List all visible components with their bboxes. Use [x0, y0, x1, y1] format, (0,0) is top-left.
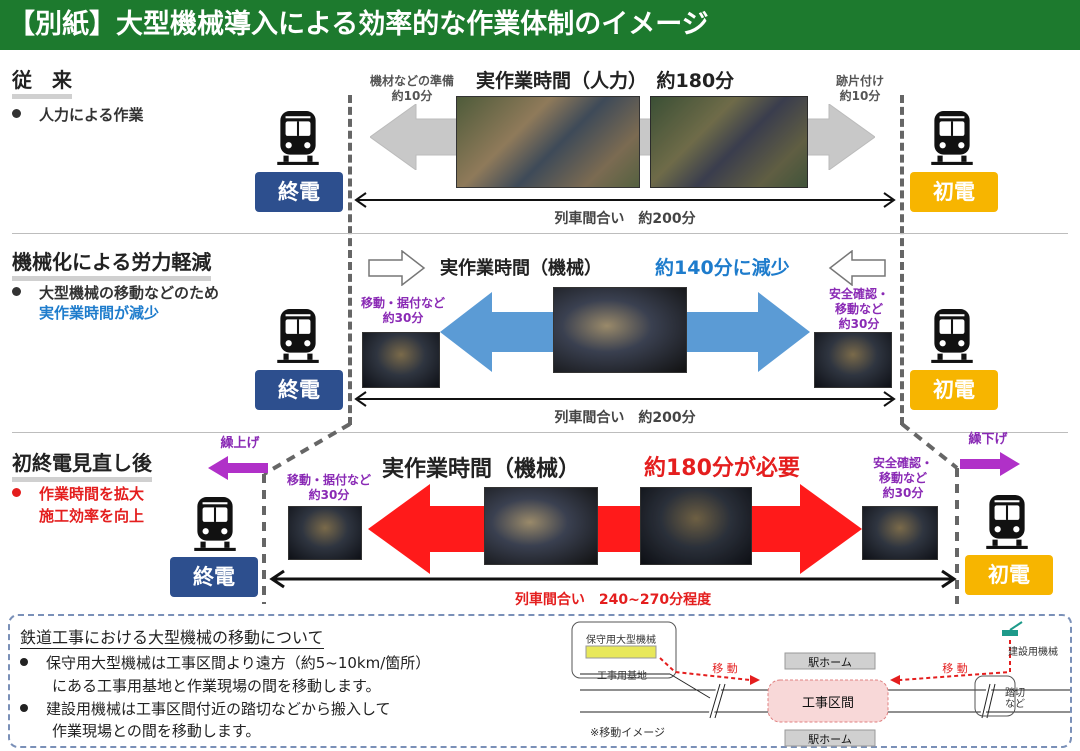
bullet-dot	[12, 109, 21, 118]
interval-label: 列車間合い 240~270分程度	[514, 592, 712, 608]
safety-check-time-label: 安全確認・移動など約30分	[828, 287, 889, 331]
setup-time-label: 移動・据付など約30分	[286, 473, 371, 502]
movement-map	[571, 621, 1070, 747]
train-icon	[931, 309, 973, 363]
map-crossing-label: 踏切など	[1005, 688, 1025, 710]
section-after-review-bullet-2: 施工効率を向上	[39, 507, 145, 525]
map-base-label: 工事用基地	[597, 671, 647, 682]
info-box	[8, 614, 1072, 748]
last-train-badge: 終電	[255, 172, 343, 212]
section-divider	[12, 432, 1068, 433]
move-earlier-label: 繰上げ	[220, 436, 260, 451]
section-conventional-title: 従 来	[12, 64, 72, 99]
section-mechanized-bullet-2: 実作業時間が減少	[39, 304, 160, 322]
map-move-label: 移 動	[942, 662, 968, 675]
first-train-badge: 初電	[965, 555, 1053, 595]
move-later-label: 繰下げ	[968, 432, 1008, 447]
section-after-review-bullet: 作業時間を拡大	[12, 484, 144, 504]
interval-arrow	[354, 391, 896, 407]
boundary-left-line	[348, 95, 352, 425]
bullet-dot	[12, 488, 21, 497]
map-construction-machine-label: 建設用機械	[1008, 647, 1058, 658]
info-line: 作業現場との間を移動します。	[52, 722, 261, 740]
train-icon	[194, 497, 236, 551]
interval-arrow	[269, 569, 957, 589]
bullet-text: 大型機械の移動などのため	[39, 284, 220, 302]
bullet-text: 人力による作業	[39, 106, 144, 124]
bullet-dot	[12, 287, 21, 296]
section-after-review-title: 初終電見直し後	[12, 447, 152, 482]
section-mechanized-title: 機械化による労力軽減	[12, 246, 212, 281]
first-train-badge: 初電	[910, 172, 998, 212]
extended-work-arrow	[368, 484, 862, 574]
machine-work-time-label: 実作業時間（機械）	[440, 258, 602, 279]
setup-time-label: 移動・据付など約30分	[360, 296, 445, 325]
prep-time-label: 機材などの準備約10分	[369, 74, 454, 103]
map-move-label: 移 動	[712, 662, 738, 675]
section-conventional-bullet: 人力による作業	[12, 105, 144, 125]
info-text: 建設用機械は工事区間付近の踏切などから搬入して	[46, 700, 391, 718]
section-mechanized-bullet: 大型機械の移動などのため	[12, 283, 219, 303]
train-icon	[277, 111, 319, 165]
info-box-title: 鉄道工事における大型機械の移動について	[20, 628, 324, 649]
last-train-badge: 終電	[255, 370, 343, 410]
train-icon	[986, 495, 1028, 549]
manual-work-time-label: 実作業時間（人力） 約180分	[476, 70, 735, 92]
machine-work-time-value: 約140分に減少	[655, 257, 790, 279]
first-train-badge: 初電	[910, 370, 998, 410]
bullet-text: 作業時間を拡大	[39, 485, 145, 503]
info-text: 保守用大型機械は工事区間より遠方（約5~10km/箇所）	[46, 654, 431, 672]
info-line: にある工事用基地と作業現場の間を移動します。	[52, 677, 381, 695]
machine-photo-center-1	[484, 487, 598, 565]
machine-photo-right	[862, 506, 938, 560]
info-line: 保守用大型機械は工事区間より遠方（約5~10km/箇所）	[20, 653, 430, 673]
machine-photo-left	[362, 332, 440, 388]
interval-label: 列車間合い 約200分	[554, 211, 696, 227]
machine-work-time-label: 実作業時間（機械）	[382, 457, 581, 482]
safety-check-time-label: 安全確認・移動など約30分	[872, 456, 933, 500]
move-earlier-arrow	[208, 456, 268, 480]
section-divider	[12, 233, 1068, 234]
move-later-arrow	[960, 452, 1020, 476]
last-train-badge: 終電	[170, 557, 258, 597]
manual-work-photo-1	[456, 96, 640, 188]
info-line: 建設用機械は工事区間付近の踏切などから搬入して	[20, 699, 391, 719]
boundary-shift-lines	[262, 422, 959, 604]
train-icon	[931, 111, 973, 165]
map-platform-label: 駅ホーム	[808, 656, 852, 669]
machine-photo-center-2	[640, 487, 752, 565]
map-section-label: 工事区間	[801, 696, 854, 711]
cleanup-time-label: 跡片付け約10分	[835, 74, 884, 103]
outline-arrow-right-icon	[368, 250, 426, 286]
page-title: 【別紙】大型機械導入による効率的な作業体制のイメージ	[0, 0, 1080, 50]
machine-photo-center	[553, 287, 687, 373]
map-platform-label: 駅ホーム	[808, 733, 852, 746]
map-caption: ※移動イメージ	[590, 726, 665, 739]
manual-work-photo-2	[650, 96, 808, 188]
train-icon	[277, 309, 319, 363]
boundary-right-line	[900, 95, 904, 425]
machine-photo-left	[288, 506, 362, 560]
bullet-dot	[20, 658, 28, 666]
map-machine-label: 保守用大型機械	[586, 635, 656, 646]
machine-photo-right	[814, 332, 892, 388]
outline-arrow-left-icon	[828, 250, 886, 286]
interval-arrow	[354, 192, 896, 208]
interval-label: 列車間合い 約200分	[554, 410, 696, 426]
machine-work-time-required: 約180分が必要	[644, 456, 800, 481]
bullet-dot	[20, 704, 28, 712]
